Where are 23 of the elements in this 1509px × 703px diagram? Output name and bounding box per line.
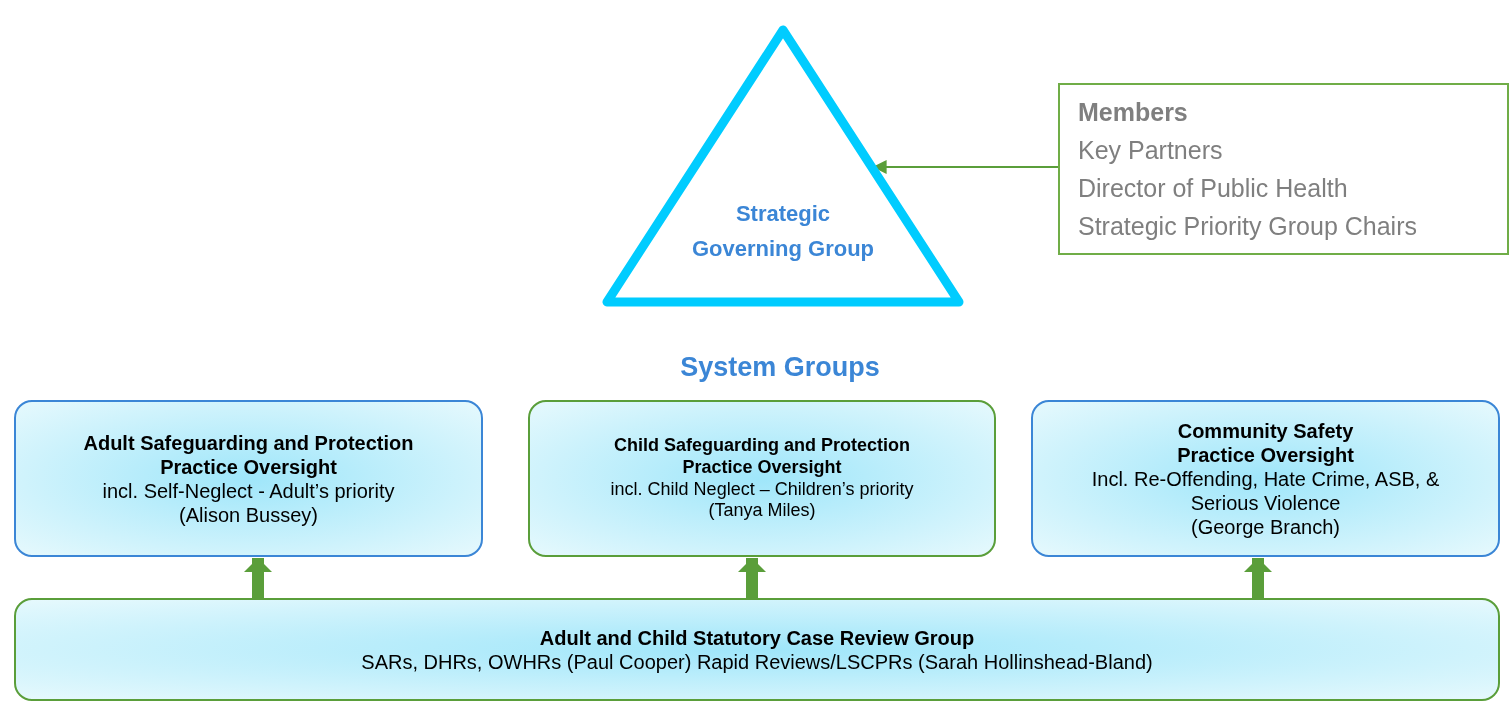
member-item: Strategic Priority Group Chairs	[1078, 211, 1417, 242]
box-text: incl. Child Neglect – Children’s priority	[610, 478, 914, 501]
member-item: Key Partners	[1078, 135, 1223, 166]
node-title: Strategic Governing Group	[690, 199, 876, 263]
member-item: Director of Public Health	[1078, 173, 1348, 204]
box-text: (Tanya Miles)	[708, 500, 816, 522]
members-box	[1058, 83, 1509, 255]
box-text: SARs, DHRs, OWHRs (Paul Cooper) Rapid Reviews/LSCPRs (Sarah Hollinshead-Bland)	[361, 649, 1153, 674]
box-text: Incl. Re-Offending, Hate Crime, ASB, & Serious Violence	[1090, 466, 1441, 515]
block-arrow	[1244, 558, 1272, 598]
group-box	[14, 400, 483, 557]
block-arrow	[244, 558, 272, 598]
box-text: incl. Self-Neglect - Adult’s priority	[102, 478, 395, 503]
box-heading: Members	[1078, 97, 1188, 128]
group-box	[528, 400, 996, 557]
box-heading: Community Safety Practice Oversight	[1176, 418, 1355, 467]
box-text: (George Branch)	[1191, 514, 1340, 539]
group-box	[1031, 400, 1500, 557]
section-heading: System Groups	[680, 352, 880, 383]
block-arrow	[738, 558, 766, 598]
box-text: (Alison Bussey)	[179, 502, 318, 527]
group-box	[14, 598, 1500, 701]
box-heading: Adult and Child Statutory Case Review Group	[539, 625, 975, 650]
